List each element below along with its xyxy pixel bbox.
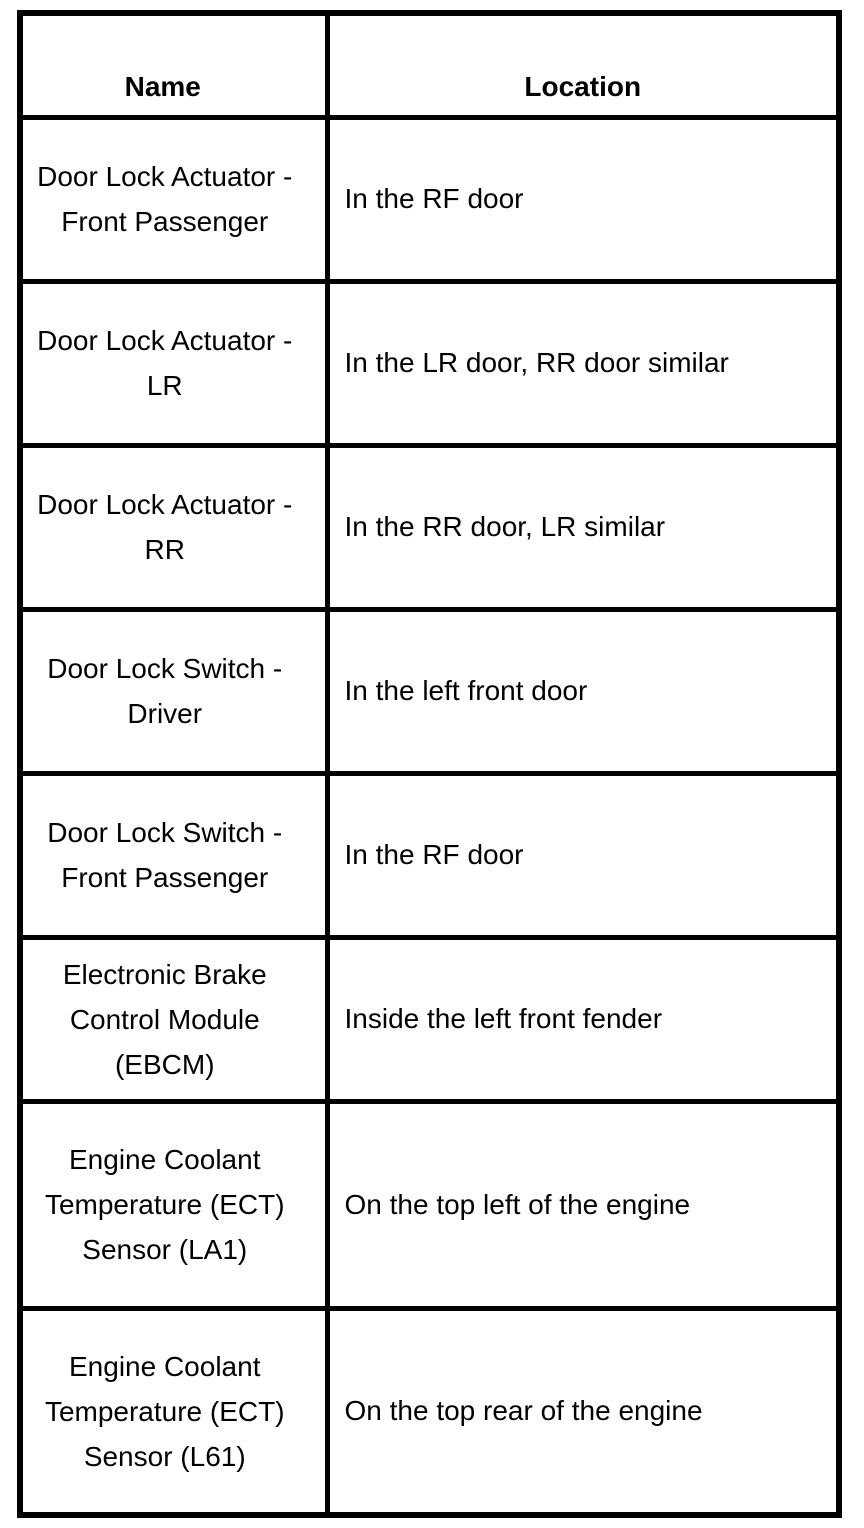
table-row: Door Lock Actuator - Front Passenger In … [17, 114, 842, 284]
component-name: Engine Coolant Temperature (ECT) Sensor … [17, 1305, 330, 1518]
component-location: On the top left of the engine [324, 1098, 842, 1311]
table-row: Door Lock Switch - Front Passenger In th… [17, 770, 842, 940]
table-row: Door Lock Switch - Driver In the left fr… [17, 606, 842, 776]
component-name: Electronic Brake Control Module (EBCM) [17, 934, 330, 1104]
component-name: Door Lock Switch - Front Passenger [17, 770, 330, 940]
component-name: Door Lock Switch - Driver [17, 606, 330, 776]
component-location-table: Name Location Door Lock Actuator - Front… [17, 10, 842, 1518]
component-location: On the top rear of the engine [324, 1305, 842, 1518]
component-location: In the RF door [324, 770, 842, 940]
component-location: In the left front door [324, 606, 842, 776]
table-row: Door Lock Actuator - RR In the RR door, … [17, 442, 842, 612]
component-name: Door Lock Actuator - LR [17, 278, 330, 448]
component-name: Door Lock Actuator - RR [17, 442, 330, 612]
table-row: Engine Coolant Temperature (ECT) Sensor … [17, 1098, 842, 1311]
column-header-location: Location [324, 10, 842, 120]
component-name: Door Lock Actuator - Front Passenger [17, 114, 330, 284]
component-location: In the RR door, LR similar [324, 442, 842, 612]
table-row: Door Lock Actuator - LR In the LR door, … [17, 278, 842, 448]
table-row: Engine Coolant Temperature (ECT) Sensor … [17, 1305, 842, 1518]
table-row: Electronic Brake Control Module (EBCM) I… [17, 934, 842, 1104]
column-header-name: Name [17, 10, 330, 120]
component-location: Inside the left front fender [324, 934, 842, 1104]
component-name: Engine Coolant Temperature (ECT) Sensor … [17, 1098, 330, 1311]
component-location: In the LR door, RR door similar [324, 278, 842, 448]
table-header-row: Name Location [17, 10, 842, 120]
component-location: In the RF door [324, 114, 842, 284]
